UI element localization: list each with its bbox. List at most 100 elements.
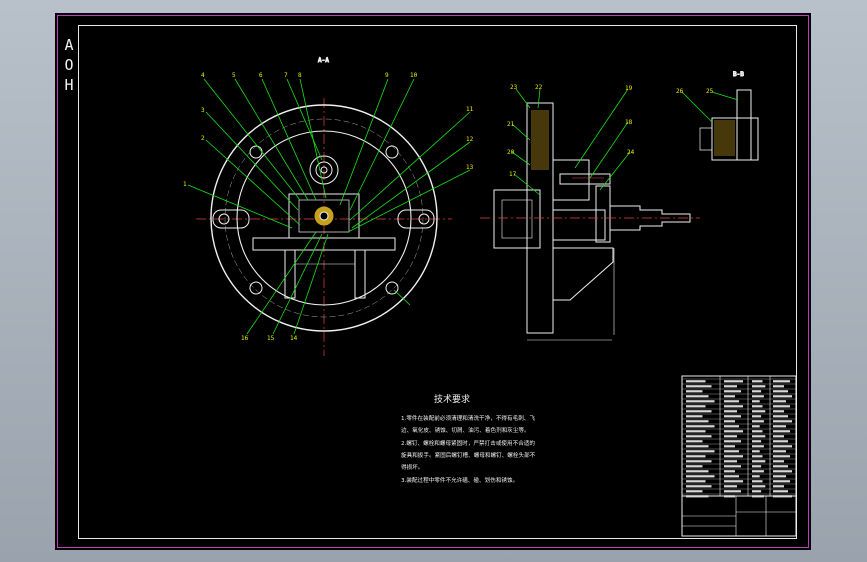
callout-label: 22 [535, 84, 543, 91]
parts-list-cell-fill [724, 405, 743, 408]
parts-list-cell-fill [752, 410, 766, 413]
drawing-frame [78, 25, 797, 539]
parts-list-cell-fill [686, 470, 709, 473]
parts-list-cell-fill [686, 410, 712, 413]
parts-list-cell-fill [724, 430, 743, 433]
detail-bb-view: B-B [699, 71, 759, 161]
parts-list-cell-fill [686, 460, 712, 463]
parts-list-cell-fill [773, 470, 792, 473]
parts-list-cell-fill [752, 470, 764, 473]
callout-label: 2 [201, 135, 205, 142]
flange-outer-circle [210, 104, 438, 332]
side-screw [559, 173, 611, 185]
side-view [480, 102, 700, 341]
bolt-pitch-circle [224, 118, 424, 318]
top-gear-inner [315, 161, 333, 179]
parts-list-cell-fill [752, 450, 760, 453]
parts-list-cell-fill [686, 390, 703, 393]
parts-list-cell-fill [773, 390, 788, 393]
tech-req-line: 旋具和扳手。紧固后螺钉槽、螺母和螺钉、螺栓头部不 [401, 451, 536, 459]
side-jaw-block [552, 209, 606, 241]
parts-list-cell-fill [752, 400, 760, 403]
parts-list-cell-fill [686, 380, 706, 383]
center-housing-inner [298, 199, 350, 233]
parts-list-cell-fill [724, 480, 743, 483]
parts-list-cell-fill [686, 395, 709, 398]
sheet-outer-border [57, 15, 809, 548]
tech-req-line: 2.螺钉、螺栓和螺母紧固时，严禁打击或使用不合适的 [401, 439, 535, 447]
parts-list-cell-fill [686, 475, 715, 478]
callout-label: 5 [232, 72, 236, 79]
parts-list-cell-fill [773, 415, 788, 418]
bolt-hole [385, 281, 399, 295]
parts-list-cell-fill [752, 465, 762, 468]
callout-label: 20 [507, 149, 515, 156]
parts-list-cell-fill [686, 385, 712, 388]
parts-list-cell-fill [773, 385, 784, 388]
callout-label: 11 [466, 106, 474, 113]
jaw-right-pin [418, 213, 430, 225]
parts-list-cell-fill [686, 425, 715, 428]
top-gear-hub [320, 166, 328, 174]
parts-list-cell-fill [686, 405, 706, 408]
center-shaft [319, 211, 329, 221]
parts-list-cell-fill [752, 420, 764, 423]
parts-list-cell-fill [773, 420, 792, 423]
parts-list-cell-fill [752, 385, 766, 388]
support-plate [252, 237, 396, 251]
jaw-left [212, 209, 250, 229]
parts-list-cell-fill [773, 480, 790, 483]
parts-list-cell-fill [724, 435, 737, 438]
callout-label: 24 [627, 149, 635, 156]
technical-requirements: 技术要求 1.零件在装配前必须清理和清洗干净，不得有毛刺、飞 边、氧化皮、锈蚀、… [401, 393, 536, 484]
bolt-hole [385, 145, 399, 159]
parts-list-cell-fill [686, 440, 703, 443]
callout-label: 21 [507, 121, 515, 128]
parts-list-cell-fill [686, 430, 706, 433]
sheet-side-label: A O H [61, 35, 77, 95]
tech-req-line: 得损坏。 [401, 463, 423, 471]
parts-list-cell-fill [724, 390, 741, 393]
parts-list-rows [682, 378, 796, 498]
parts-list-cell-fill [686, 450, 715, 453]
callout-label: 10 [410, 72, 418, 79]
parts-list-cell-fill [724, 425, 739, 428]
callout-label: 26 [676, 88, 684, 95]
parts-list-cell-fill [724, 450, 739, 453]
side-hub-body [493, 189, 541, 249]
tech-req-line: 1.零件在装配前必须清理和清洗干净，不得有毛刺、飞 [401, 414, 535, 422]
tech-req-line: 边、氧化皮、锈蚀、切屑、油污、着色剂和灰尘等。 [401, 426, 530, 434]
bolt-hole [249, 145, 263, 159]
callout-label: 12 [466, 136, 474, 143]
parts-list-cell-fill [773, 465, 788, 468]
parts-list-cell-fill [773, 475, 786, 478]
parts-list-cell-fill [686, 435, 712, 438]
parts-list-cell-fill [724, 440, 741, 443]
callout-label: 16 [241, 335, 249, 342]
parts-list-cell-fill [724, 485, 737, 488]
parts-list-cell-fill [773, 425, 786, 428]
tech-req-line: 3.装配过程中零件不允许磕、碰、划伤和锈蚀。 [401, 476, 518, 484]
callout-label: 19 [625, 85, 633, 92]
parts-list-cell-fill [686, 415, 703, 418]
parts-list-cell-fill [773, 400, 786, 403]
parts-list-cell-fill [752, 490, 762, 493]
parts-list-cell-fill [686, 400, 715, 403]
drawing-sheet: A O H [55, 13, 811, 550]
parts-list-cell-fill [773, 455, 790, 458]
parts-list-cell-fill [686, 455, 706, 458]
parts-list-cell-fill [773, 410, 784, 413]
parts-list-cell-fill [724, 445, 735, 448]
parts-list-cell-fill [752, 425, 760, 428]
parts-list-cell-fill [752, 480, 763, 483]
callout-label: 9 [385, 72, 389, 79]
support-leg-right [354, 249, 366, 299]
parts-list-cell-fill [724, 400, 739, 403]
parts-list-cell-fill [724, 465, 741, 468]
parts-list-cell-fill [724, 385, 737, 388]
front-callouts: 4 5 6 7 8 9 10 3 2 1 11 12 13 16 15 14 [183, 72, 474, 342]
callout-label: 18 [625, 119, 633, 126]
drill-shaft [609, 205, 691, 231]
callout-label: 13 [466, 164, 474, 171]
